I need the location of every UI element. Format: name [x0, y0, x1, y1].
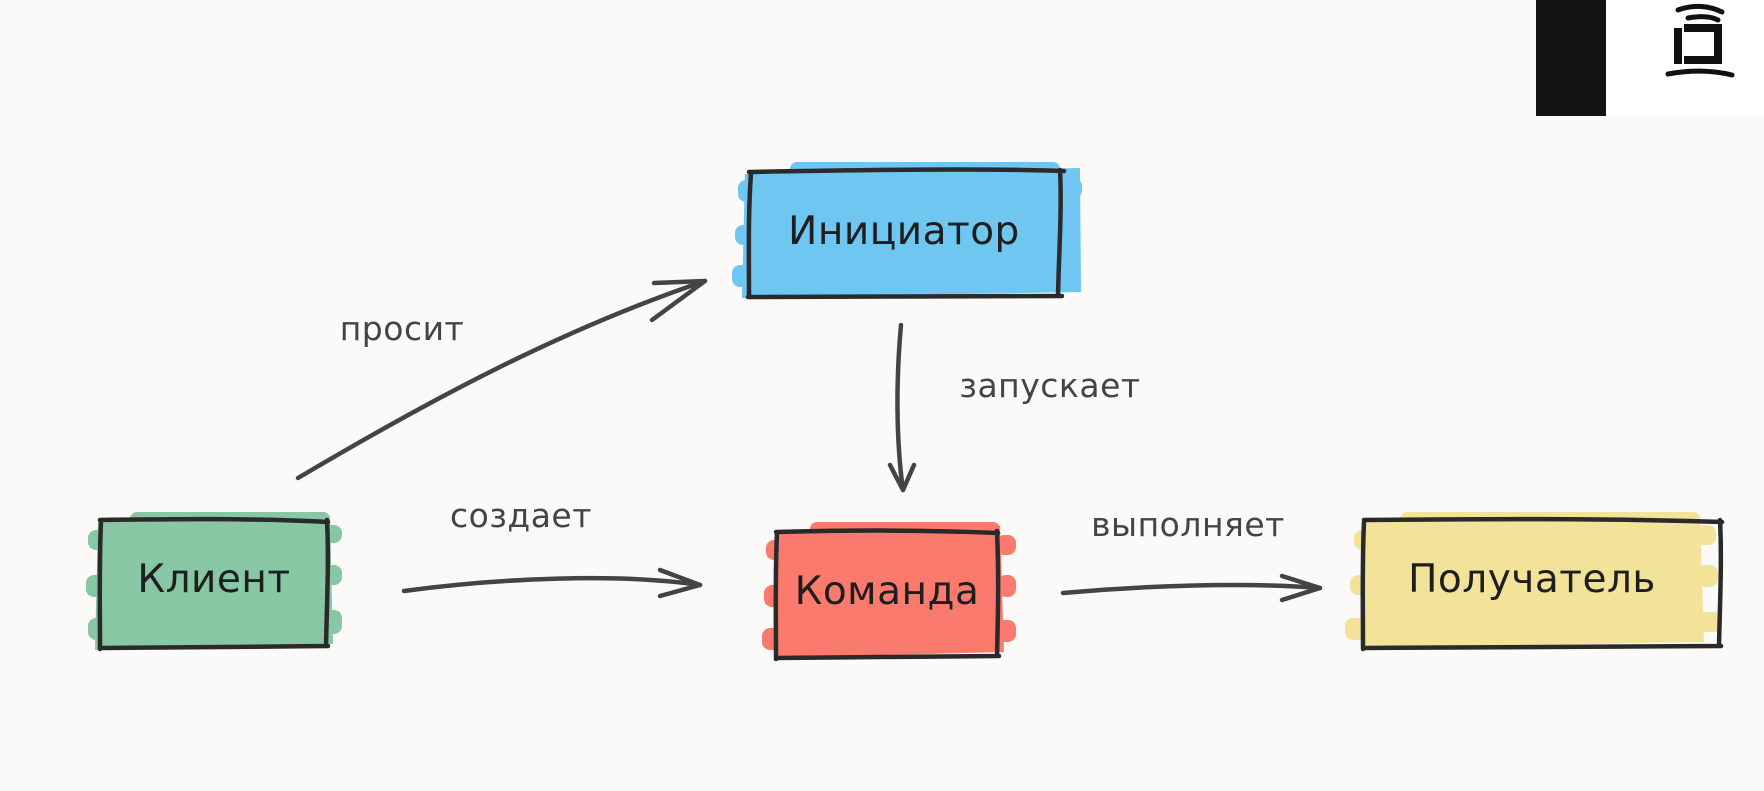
node-client-border: [97, 516, 331, 652]
edge-command-to-receiver-arrowhead: [1279, 573, 1323, 603]
node-command[interactable]: Команда: [762, 522, 1016, 662]
node-receiver-label: Получатель: [1408, 557, 1656, 602]
edge-command-to-receiver-label: выполняет: [1091, 505, 1285, 544]
edge-client-to-command[interactable]: создает: [401, 496, 703, 599]
node-initiator-label: Инициатор: [788, 209, 1020, 254]
edge-initiator-to-command-arrowhead: [887, 462, 917, 493]
node-receiver-border: [1360, 516, 1725, 652]
edge-client-to-command-line: [401, 575, 703, 594]
edge-initiator-to-command-line: [895, 322, 906, 493]
edge-client-to-command-arrowhead: [657, 567, 703, 599]
node-initiator-border: [745, 167, 1067, 300]
edge-client-to-initiator-arrowhead: [649, 278, 708, 323]
node-initiator[interactable]: Инициатор: [732, 162, 1082, 300]
edge-command-to-receiver[interactable]: выполняет: [1060, 505, 1323, 603]
node-client[interactable]: Клиент: [86, 512, 342, 652]
edge-client-to-command-label: создает: [450, 496, 592, 535]
corner-logo-icon: [1665, 3, 1735, 78]
node-command-label: Команда: [795, 569, 980, 614]
edge-client-to-initiator-label: просит: [340, 309, 465, 348]
edge-command-to-receiver-line: [1060, 582, 1323, 596]
edge-client-to-initiator-line: [295, 278, 708, 481]
corner-logo: [1536, 0, 1764, 116]
edge-initiator-to-command-label: запускает: [959, 366, 1140, 405]
edge-client-to-initiator[interactable]: просит: [295, 278, 708, 481]
node-command-border: [773, 528, 1002, 662]
node-initiator-fill: [732, 162, 1082, 298]
node-client-label: Клиент: [137, 557, 290, 602]
edge-initiator-to-command[interactable]: запускает: [887, 322, 1141, 493]
node-receiver[interactable]: Получатель: [1345, 512, 1725, 652]
corner-black-bar: [1536, 0, 1606, 116]
